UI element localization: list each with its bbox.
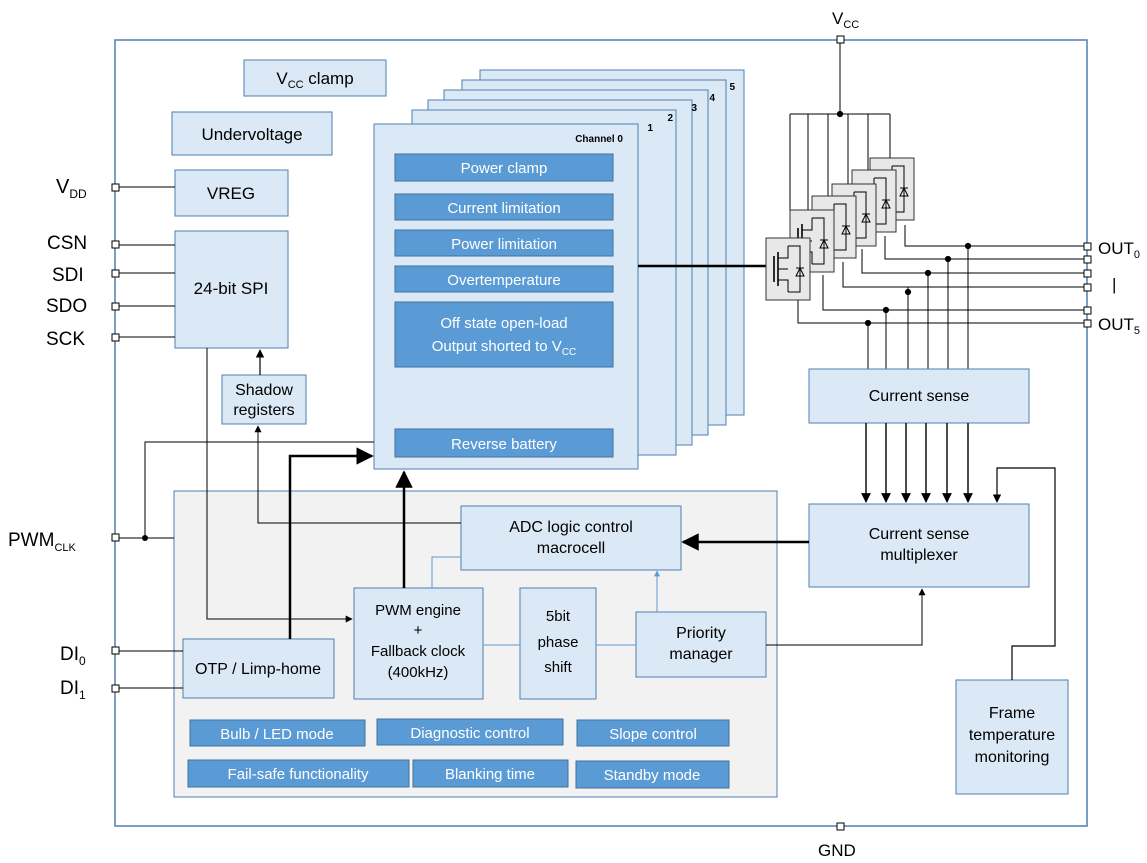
priority-line2: manager [669, 646, 733, 663]
current-limitation-box [394, 193, 614, 221]
channel-number-2: 2 [667, 113, 673, 124]
spi-block [174, 230, 289, 349]
sdi-label: SDI [52, 265, 84, 286]
frame-line1: Frame [989, 705, 1035, 722]
pwm-line3: Fallback clock [371, 643, 466, 660]
current-limitation-label: Current limitation [447, 200, 560, 217]
pwm-line4: (400kHz) [388, 664, 449, 681]
blanking-label: Blanking time [445, 766, 535, 783]
di1-label: DI1 [60, 678, 86, 702]
priority-line1: Priority [676, 625, 726, 642]
pwm-line2: + [414, 622, 423, 639]
out5-label: OUT5 [1098, 315, 1140, 337]
phase-line3: shift [544, 659, 572, 676]
standby-label: Standby mode [604, 767, 701, 784]
gnd-label: GND [818, 841, 856, 860]
standby-box [575, 760, 730, 789]
phase-shift-block [519, 587, 597, 700]
openload-line2: Output shorted to VCC [432, 338, 577, 358]
frame-temp-block [955, 679, 1069, 795]
vdd-label: VDD [56, 176, 87, 201]
adc-line1: ADC logic control [509, 519, 633, 536]
frame-line3: monitoring [975, 749, 1050, 766]
diagnostic-box [376, 718, 564, 746]
chip-outline [114, 39, 1088, 827]
vreg-label: VREG [207, 184, 255, 203]
otp-label: OTP / Limp-home [195, 661, 321, 678]
power-stage [789, 43, 1084, 369]
pwm-line1: PWM engine [375, 602, 461, 619]
phase-line2: phase [538, 634, 579, 651]
reverse-battery-box [394, 428, 614, 458]
slope-box [576, 719, 730, 747]
undervoltage-label: Undervoltage [201, 125, 302, 144]
output-pins: OUT0 | OUT5 [1083, 239, 1140, 337]
failsafe-label: Fail-safe functionality [228, 766, 369, 783]
channel-0-title: Channel 0 [575, 134, 623, 145]
mux-line2: multiplexer [880, 547, 958, 564]
vcc-pin [836, 35, 845, 44]
failsafe-box [187, 759, 410, 788]
adc-line2: macrocell [537, 540, 605, 557]
vcc-label: VCC [832, 9, 859, 31]
bulb-led-label: Bulb / LED mode [220, 726, 333, 743]
overtemperature-label: Overtemperature [447, 272, 560, 289]
blanking-box [412, 759, 569, 788]
power-limitation-label: Power limitation [451, 236, 557, 253]
spi-label: 24-bit SPI [194, 279, 269, 298]
shadow-line1: Shadow [235, 382, 293, 399]
di0-label: DI0 [60, 644, 86, 668]
power-clamp-box [394, 153, 614, 182]
csn-label: CSN [47, 233, 87, 254]
bulb-led-box [189, 719, 366, 747]
vcc-clamp-block [243, 59, 387, 97]
sck-label: SCK [46, 329, 85, 350]
otp-block [182, 638, 335, 699]
openload-line1: Off state open-load [440, 315, 567, 332]
gnd-pin [836, 822, 845, 831]
adc-logic-block [460, 505, 682, 571]
frame-line2: temperature [969, 727, 1055, 744]
slope-label: Slope control [609, 726, 697, 743]
pwmclk-label: PWMCLK [8, 530, 76, 554]
logic-features: Bulb / LED mode Diagnostic control Slope… [187, 718, 730, 789]
shadow-registers-block [221, 374, 307, 425]
current-sense-label: Current sense [869, 388, 970, 405]
pwm-engine-block [353, 587, 484, 700]
channel-number-1: 1 [647, 123, 653, 134]
sdo-label: SDO [46, 296, 87, 317]
left-pins: VDD CSN SDI SDO SCK PWMCLK DI0 DI1 [8, 176, 120, 702]
power-limitation-box [394, 229, 614, 257]
out-ellipsis: | [1112, 275, 1116, 294]
openload-box [394, 301, 614, 368]
channel-number-4: 4 [709, 93, 715, 104]
reverse-battery-label: Reverse battery [451, 436, 557, 453]
shadow-line2: registers [233, 402, 294, 419]
channel-number-5: 5 [729, 82, 735, 93]
overtemperature-box [394, 265, 614, 293]
mux-line1: Current sense [869, 526, 970, 543]
undervoltage-block [171, 111, 333, 156]
priority-manager-block [635, 611, 767, 678]
current-sense-mux-block [808, 503, 1030, 588]
out0-label: OUT0 [1098, 239, 1140, 261]
power-clamp-label: Power clamp [461, 160, 548, 177]
phase-line1: 5bit [546, 608, 571, 625]
current-sense-block [808, 368, 1030, 424]
vcc-clamp-label: VCC clamp [276, 69, 353, 91]
channel-number-3: 3 [691, 103, 697, 114]
diagnostic-label: Diagnostic control [410, 725, 529, 742]
vreg-block [174, 169, 289, 217]
